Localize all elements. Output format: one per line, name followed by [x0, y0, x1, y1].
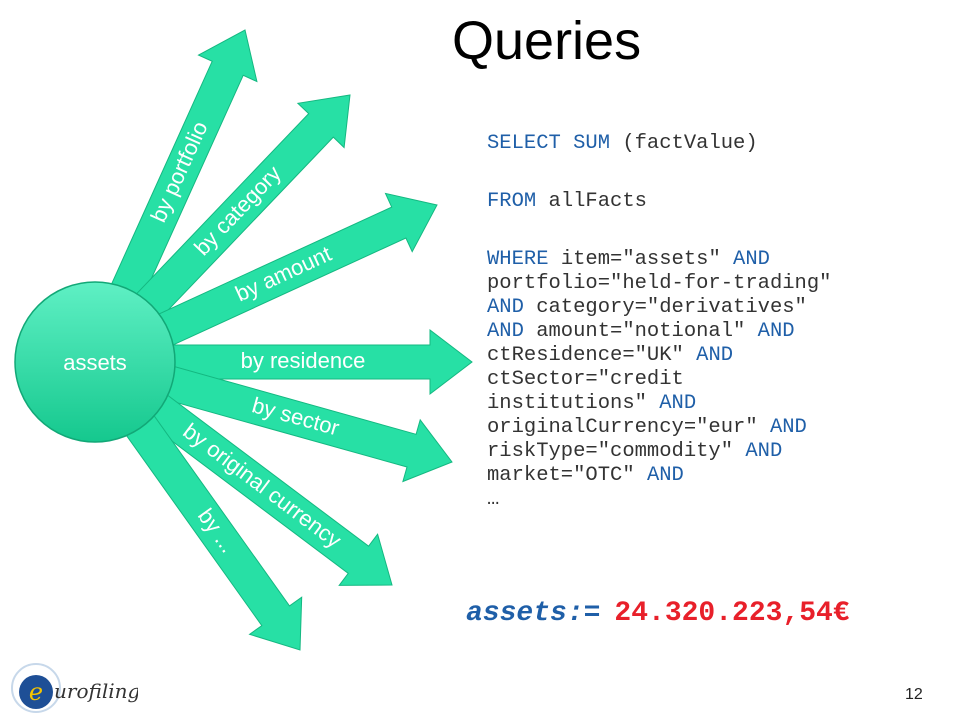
- kw-from: FROM: [487, 190, 537, 213]
- page-number: 12: [905, 686, 923, 703]
- result-label: assets:=: [466, 598, 601, 629]
- sql-from-table: allFacts: [536, 190, 647, 213]
- result-value: 24.320.223,54€: [614, 598, 850, 629]
- slide-title: Queries: [452, 11, 642, 71]
- kw-and: AND: [659, 392, 697, 415]
- arrow-residence: [134, 328, 473, 396]
- sql-where-line: WHERE item="assets" AND: [487, 248, 957, 272]
- sql-line: ctResidence="UK" AND: [487, 344, 957, 368]
- arrow-more: [103, 384, 303, 651]
- kw-select: SELECT SUM: [487, 132, 611, 155]
- branch-label-category: by category: [189, 161, 286, 260]
- kw-and: AND: [487, 296, 524, 319]
- kw-and: AND: [487, 320, 524, 343]
- kw-and: AND: [646, 464, 684, 487]
- kw-and: AND: [733, 248, 770, 271]
- arrow-category: [109, 94, 351, 346]
- kw-and: AND: [745, 440, 783, 463]
- kw-where: WHERE: [487, 248, 549, 271]
- sql-from-line: FROM allFacts: [487, 190, 957, 214]
- sql-cond-category: category="derivatives": [523, 296, 807, 319]
- arrow-original-currency: [116, 371, 393, 586]
- hub-label: assets: [63, 350, 127, 375]
- sql-line: AND category="derivatives": [487, 296, 957, 320]
- sql-cond-item: item="assets": [548, 248, 734, 271]
- eurofiling-logo-mark: e urofiling: [11, 663, 140, 713]
- arrow-sector: [128, 355, 453, 483]
- sql-line: AND amount="notional" AND: [487, 320, 957, 344]
- sql-select-line: SELECT SUM (factValue): [487, 132, 957, 156]
- arrow-portfolio: [95, 29, 258, 334]
- sql-select-expr: (factValue): [610, 132, 758, 155]
- sql-cond-amount: amount="notional": [523, 320, 758, 343]
- kw-and: AND: [696, 344, 734, 367]
- sql-cond-currency: originalCurrency="eur": [487, 416, 770, 439]
- sql-line: institutions" AND: [487, 392, 957, 416]
- sql-line: riskType="commodity" AND: [487, 440, 957, 464]
- sql-ellipsis: …: [487, 488, 500, 511]
- svg-text:urofiling: urofiling: [54, 679, 138, 703]
- kw-and: AND: [757, 320, 795, 343]
- sql-cond-risk: riskType="commodity": [487, 440, 746, 463]
- sql-cond-sector: ctSector="credit: [487, 368, 684, 391]
- query-result: assets:= 24.320.223,54€: [466, 598, 850, 629]
- sql-line: portfolio="held-for-trading": [487, 272, 957, 296]
- sql-line: ctSector="credit: [487, 368, 957, 392]
- sql-line: market="OTC" AND: [487, 464, 957, 488]
- sql-line: originalCurrency="eur" AND: [487, 416, 957, 440]
- sql-cond-portfolio: portfolio="held-for-trading": [487, 272, 832, 295]
- hub-circle: [14, 281, 176, 443]
- sql-cond-market: market="OTC": [487, 464, 647, 487]
- arrow-amount: [123, 192, 438, 362]
- svg-text:e: e: [29, 678, 43, 706]
- branch-label-residence: by residence: [241, 348, 366, 373]
- kw-and: AND: [769, 416, 807, 439]
- eurofiling-logo: e urofiling: [8, 654, 140, 723]
- sql-cond-residence: ctResidence="UK": [487, 344, 697, 367]
- sql-query: SELECT SUM (factValue) FROM allFacts WHE…: [487, 132, 957, 512]
- sql-cond-sector-cont: institutions": [487, 392, 660, 415]
